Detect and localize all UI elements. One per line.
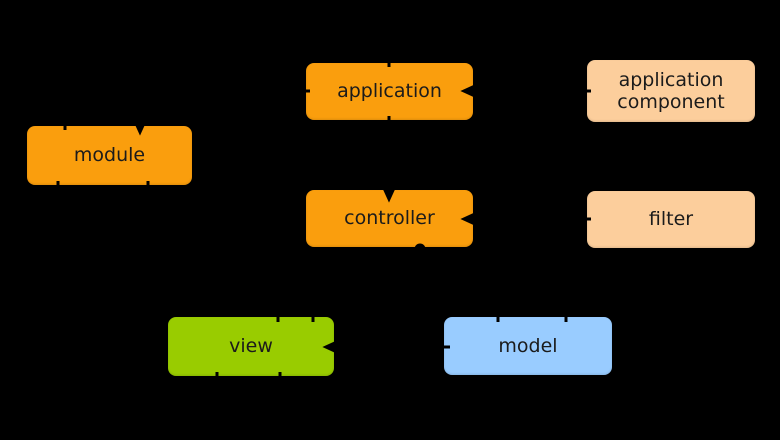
node-module-label: module bbox=[73, 144, 146, 167]
node-controller: controller bbox=[306, 190, 473, 247]
node-controller-label: controller bbox=[344, 207, 435, 230]
node-application-component: application component bbox=[587, 60, 755, 122]
node-application-label: application bbox=[337, 80, 442, 103]
node-model: model bbox=[444, 317, 612, 375]
node-filter: filter bbox=[587, 191, 755, 248]
node-view-label: view bbox=[229, 335, 273, 358]
node-application-component-label: application component bbox=[617, 68, 725, 113]
node-view: view bbox=[168, 317, 334, 376]
node-module: module bbox=[27, 126, 192, 185]
node-filter-label: filter bbox=[648, 208, 694, 231]
node-model-label: model bbox=[498, 334, 558, 357]
node-application: application bbox=[306, 63, 473, 120]
